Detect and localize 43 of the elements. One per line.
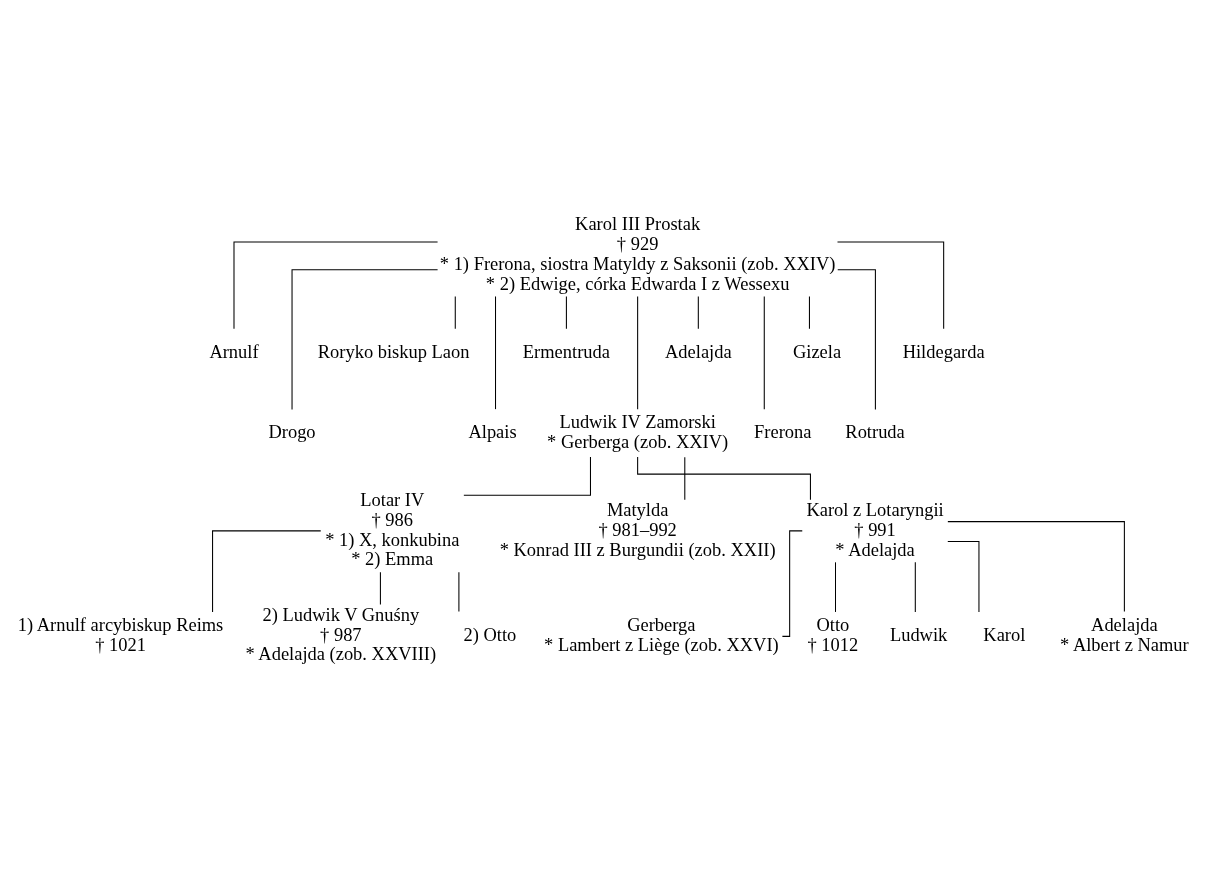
connector [837,268,876,410]
node-text: Frerona [754,421,812,442]
connector [637,456,811,500]
node-text: Karol z Lotaryngii † 991 * Adelajda [806,499,944,560]
node-text: Matylda † 981–992 * Konrad III z Burgundii (zob. XXII) [499,499,776,560]
node-text: Adelajda * Albert z Namur [1060,614,1189,654]
node-text: 2) Ludwik V Gnuśny † 987 * Adelajda (zob. XXVIII) [245,604,437,664]
connector [291,268,439,410]
node-text: Ludwik IV Zamorski * Gerberga (zob. XXIV) [547,411,729,452]
node-text: Ermentruda [522,341,610,362]
connector [379,571,381,605]
node-text: Arnulf [209,341,259,362]
node-text: Gerberga * Lambert z Liège (zob. XXVI) [544,614,779,654]
node-text: Drogo [268,421,316,442]
connector [808,295,810,329]
node-text: Roryko biskup Laon [317,341,470,362]
connector [494,295,497,410]
connector [463,456,591,496]
node-text: Karol [983,624,1026,645]
connector [947,520,1125,612]
connector [454,295,456,329]
connector [212,529,322,612]
node-text: 2) Otto [463,624,517,645]
node-text: Alpais [468,421,517,442]
node-text: Karol III Prostak † 929 * 1) Frerona, siostra Matyldy z Saksonii (zob. XXIV) * 2) Edwige, córka Edwarda I z Wessexu [439,213,836,294]
node-text: Ludwik [889,624,948,645]
connector [637,295,639,410]
node-text: Hildegarda [902,341,985,362]
connector [233,240,439,329]
connector [565,295,567,329]
node-text: Rotruda [845,421,905,442]
node-text: Otto † 1012 [807,614,859,654]
connector [914,561,916,612]
node-text: Gizela [792,341,842,362]
connector [947,540,980,612]
connector [763,295,765,410]
connector [684,456,686,500]
node-text: Lotar IV † 986 * 1) X, konkubina * 2) Emma [325,489,460,569]
connector [836,240,945,329]
node-text: Adelajda [665,341,732,362]
connector [834,561,837,612]
connector [697,295,699,329]
node-text: 1) Arnulf arcybiskup Reims † 1021 [17,614,224,654]
